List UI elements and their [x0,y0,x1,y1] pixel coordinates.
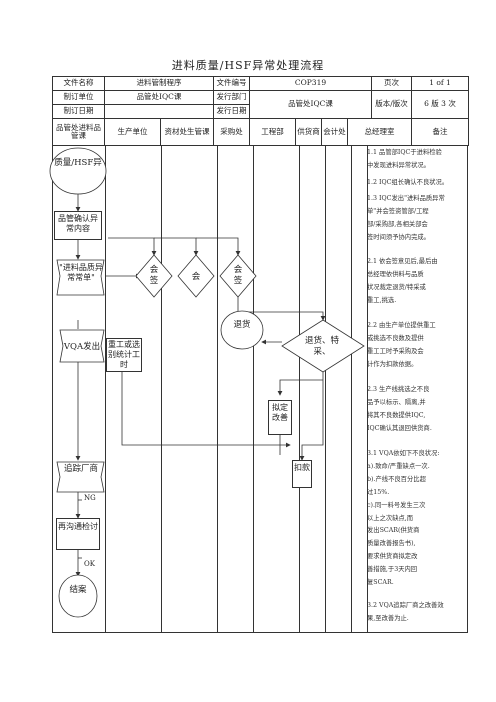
col-header-engineering: 工程部 [249,118,296,146]
improve-box: 拟定改善 [268,400,292,435]
remark-note: 2.3 生产线挑选之不良 品予以标示、隔离,并 将其不良数提供IQC, IQC确… [367,386,432,432]
sign-1-label: 会签 [149,265,159,287]
col-header-material: 资材处生管课 [160,118,214,146]
remark-note: 2.2 由生产单位提供重工 或挑选不良数及提供 重工工时予采购及会 计作为扣款依… [367,322,436,368]
remark-note: 1.1 品管部IQC于进料检验 中发现进料异常状况。 [367,149,442,169]
remark-note: 1.2 IQC组长确认不良状况。 [367,179,449,186]
version-label: 版本/版次 [371,90,412,119]
sign-3-label: 会签 [233,265,243,287]
remark-note: 2.1 依会签意见后,最后由 总经理依供料与品质 状况裁定退货/特采或 重工,挑… [367,258,438,304]
return-label: 退货 [233,320,251,330]
deduct-box: 扣款 [292,460,312,488]
ng-label: NG [84,494,96,502]
remark-note: 3.1 VQA依如下不良状况: a).致命/严重缺点一次. b).产线不良百分比… [367,450,440,587]
lane-divider [351,145,352,632]
vqa-shape [59,329,105,363]
confirm-box: 品管确认异常内容 [54,211,102,240]
lane-divider [105,145,106,632]
sign-diamond-2 [177,254,215,298]
end-node [58,574,98,618]
lane-divider [299,145,300,632]
rework-box: 重工或选别统计工时 [106,338,142,372]
form-shape [56,259,105,296]
form-label: "进料品质异常常单" [59,263,103,283]
ok-label: OK [84,560,95,568]
track-shape [56,461,105,493]
lane-divider [325,145,326,632]
lane-divider [253,145,254,632]
remark-note: 3.2 VQA追踪厂商之改善效 果,至改善为止. [367,602,444,622]
lane-divider [217,145,218,632]
return-node [220,310,264,350]
version-value: 6 版 3 次 [411,90,469,119]
vqa-label: VQA发出 [63,342,101,352]
col-header-supplier: 供货商 [295,118,322,146]
sign-diamond-1 [135,254,173,298]
header-table: 文件名称 进料管制程序 文件编号 COP319 页次 1 of 1 制订单位 品… [52,76,469,146]
document-title: 进料质量/HSF异常处理流程 [171,59,325,72]
col-header-gm: 总经理室 [347,118,412,146]
sign-diamond-3 [219,254,257,298]
decision-label: 退货、特采、 [304,336,339,358]
recheck-box: 再沟通检讨 [56,518,100,550]
track-label: 追踪厂商 [63,464,98,474]
col-header-iqc: 品管处进料品管课 [52,118,105,146]
col-header-production: 生产单位 [104,118,161,146]
sign-2-label: 会 [191,272,201,282]
start-node [49,147,107,195]
decision-diamond [281,319,365,373]
col-header-remarks: 备注 [411,118,469,146]
end-label: 结案 [69,585,87,595]
remark-note: 1.3 IQC发出"进料品质异常 单"并会签资管部/工程 部/采购部,各相关部会… [367,195,445,241]
lane-divider [161,145,162,632]
lane-divider [367,145,368,632]
flow-frame [52,145,468,633]
start-label: 质量/HSF异 [54,158,102,168]
